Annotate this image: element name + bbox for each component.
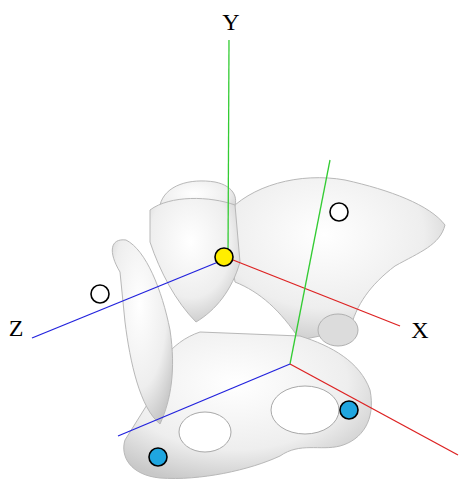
y-axis [228, 40, 229, 258]
landmark-marker [330, 203, 348, 221]
landmark-marker [91, 285, 109, 303]
landmark-marker [340, 401, 358, 419]
x-axis [290, 364, 458, 455]
axis-label: Z [9, 316, 24, 340]
origin-marker [215, 248, 233, 266]
axis-label: Y [222, 10, 239, 34]
y-axis [290, 160, 330, 364]
axis-label: X [411, 318, 428, 342]
obturator-foramen [179, 412, 231, 452]
x-axis [228, 258, 400, 326]
z-axis [32, 258, 228, 338]
landmark-marker [149, 448, 167, 466]
left-ilium [112, 240, 172, 424]
obturator-foramen [271, 386, 339, 434]
acetabulum [318, 314, 358, 346]
z-axis [118, 364, 290, 436]
